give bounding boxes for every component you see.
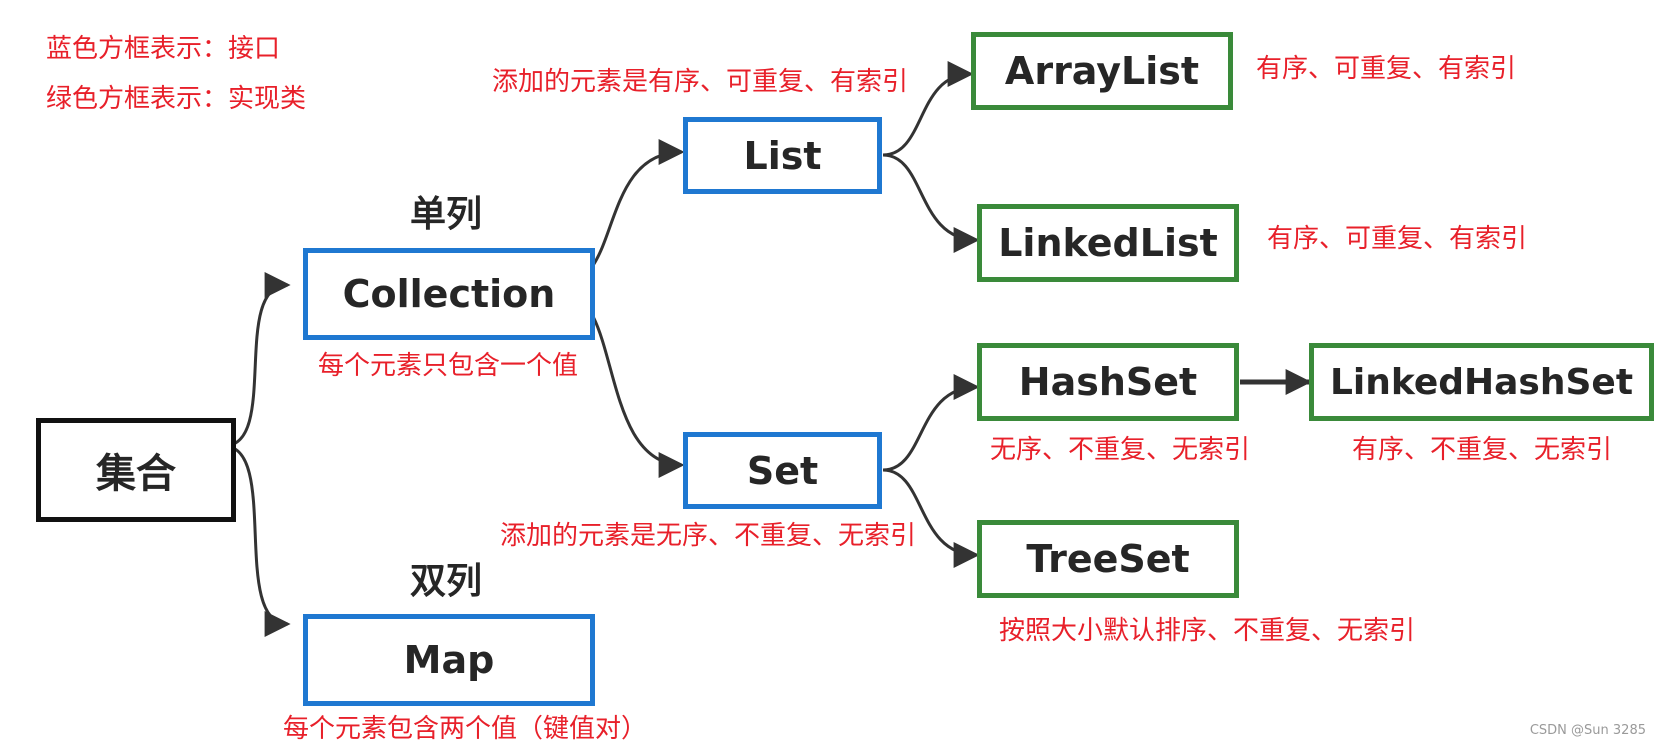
note-map: 每个元素包含两个值（键值对） bbox=[283, 714, 648, 744]
note-linkedlist: 有序、可重复、有索引 bbox=[1267, 224, 1528, 254]
node-collection: Collection bbox=[303, 248, 595, 340]
edge-set-hashset bbox=[882, 374, 980, 472]
note-linkedhashset: 有序、不重复、无索引 bbox=[1352, 435, 1613, 465]
note-set: 添加的元素是无序、不重复、无索引 bbox=[500, 521, 917, 551]
note-treeset: 按照大小默认排序、不重复、无索引 bbox=[999, 616, 1416, 646]
note-hashset: 无序、不重复、无索引 bbox=[990, 435, 1251, 465]
edge-root-map bbox=[223, 444, 291, 637]
edge-list-arraylist bbox=[882, 61, 974, 157]
node-arraylist: ArrayList bbox=[971, 32, 1233, 110]
node-hashset: HashSet bbox=[977, 343, 1239, 421]
node-linkedlist: LinkedList bbox=[977, 204, 1239, 282]
node-list: List bbox=[683, 117, 882, 194]
node-map: Map bbox=[303, 614, 595, 706]
note-arraylist: 有序、可重复、有索引 bbox=[1256, 54, 1517, 84]
watermark: CSDN @Sun 3285 bbox=[1529, 723, 1646, 738]
node-linkedhashset: LinkedHashSet bbox=[1309, 343, 1654, 421]
edge-set-treeset bbox=[882, 468, 980, 568]
edge-list-linkedlist bbox=[882, 153, 980, 253]
legend-class-note: 绿色方框表示：实现类 bbox=[46, 84, 307, 114]
group-label-single: 单列 bbox=[410, 194, 483, 235]
note-collection: 每个元素只包含一个值 bbox=[318, 351, 579, 381]
node-set: Set bbox=[683, 432, 882, 509]
node-root: 集合 bbox=[36, 418, 236, 522]
group-label-double: 双列 bbox=[410, 561, 483, 602]
note-list: 添加的元素是有序、可重复、有索引 bbox=[492, 67, 909, 97]
node-treeset: TreeSet bbox=[977, 520, 1239, 598]
edge-root-collection bbox=[223, 272, 291, 448]
legend-interface-note: 蓝色方框表示：接口 bbox=[46, 34, 281, 64]
